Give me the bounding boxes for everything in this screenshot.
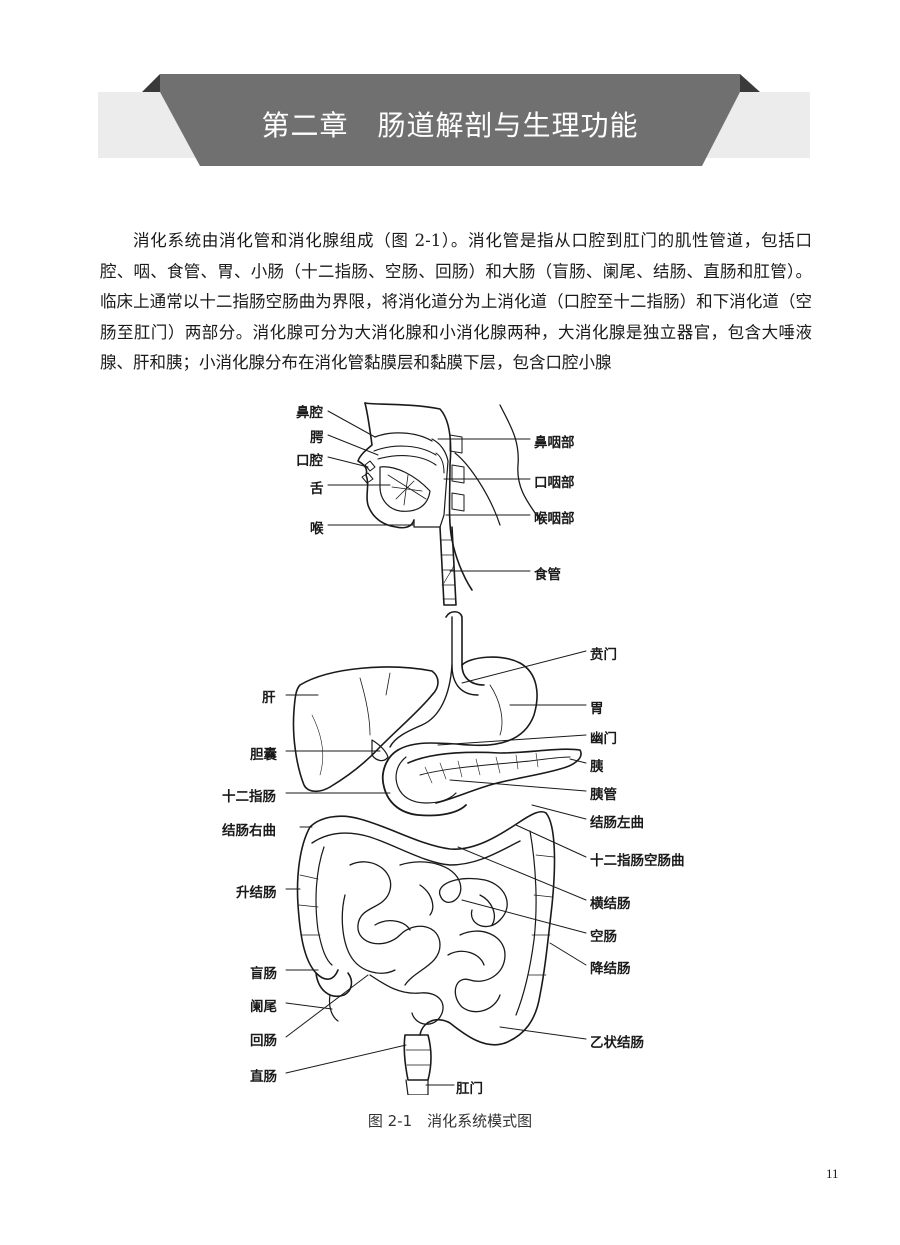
label-ileum: 回肠 (250, 1033, 277, 1049)
ascending-colon-shape (296, 826, 339, 980)
small-intestine-loops (341, 861, 508, 1025)
anus-shape (405, 1079, 429, 1096)
label-rectum: 直肠 (250, 1069, 277, 1085)
label-duodenum: 十二指肠 (222, 789, 276, 805)
digestive-system-illustration (285, 402, 587, 1096)
label-gallbladder: 胆囊 (250, 747, 277, 763)
label-left-colic-flexure: 结肠左曲 (590, 815, 644, 831)
label-pancreas: 胰 (590, 759, 604, 775)
leader-lines (285, 410, 587, 1086)
label-esophagus: 食管 (534, 567, 561, 583)
sigmoid-colon-shape (419, 1019, 506, 1046)
chapter-title: 第二章 肠道解剖与生理功能 (261, 109, 639, 142)
label-appendix: 阑尾 (250, 999, 277, 1015)
stomach-shape (397, 656, 538, 751)
cecum-shape (315, 972, 353, 997)
label-stomach: 胃 (590, 701, 604, 717)
body-paragraph: 消化系统由消化管和消化腺组成（图 2-1）。消化管是指从口腔到肛门的肌性管道，包… (100, 231, 812, 372)
label-pancreatic-duct: 胰管 (590, 787, 617, 803)
label-oral-cavity: 口腔 (296, 453, 323, 469)
rectum-shape (403, 1034, 432, 1081)
label-nasopharynx: 鼻咽部 (534, 435, 575, 451)
label-tongue: 舌 (310, 481, 324, 497)
figure-caption: 图 2-1 消化系统模式图 (367, 1112, 533, 1130)
label-nasal-cavity: 鼻腔 (296, 405, 323, 421)
banner-ribbon (160, 74, 740, 166)
esophagus-tube (439, 526, 485, 696)
label-cardia: 贲门 (590, 647, 617, 663)
label-ascending-colon: 升结肠 (236, 885, 277, 901)
banner-right-fold (740, 74, 760, 92)
label-pylorus: 幽门 (590, 731, 617, 747)
liver-shape (292, 666, 439, 793)
head-section (357, 402, 541, 591)
appendix-shape (328, 994, 339, 1022)
label-laryngopharynx: 喉咽部 (534, 511, 575, 527)
chapter-banner (142, 74, 760, 166)
label-palate: 腭 (310, 430, 324, 446)
label-descending-colon: 降结肠 (590, 961, 631, 977)
label-oropharynx: 口咽部 (534, 475, 575, 491)
duodenum-shape (381, 749, 467, 817)
transverse-colon-shape (309, 810, 547, 850)
label-duodenojejunal-flexure: 十二指肠空肠曲 (590, 853, 685, 869)
digestive-system-figure: 鼻腔 腭 口腔 舌 喉 肝 胆囊 十二指肠 结肠右曲 升结肠 盲肠 阑尾 回肠 … (200, 395, 700, 1097)
label-right-colic-flexure: 结肠右曲 (222, 823, 276, 839)
pancreas-shape (407, 748, 582, 804)
label-cecum: 盲肠 (250, 966, 277, 982)
descending-colon-shape (504, 812, 556, 1044)
banner-left-fold (142, 74, 160, 92)
label-jejunum: 空肠 (590, 929, 617, 945)
page-number: 11 (826, 1166, 839, 1181)
gallbladder-shape (371, 739, 389, 762)
label-transverse-colon: 横结肠 (590, 896, 631, 912)
label-larynx: 喉 (310, 521, 324, 537)
label-liver: 肝 (262, 690, 276, 706)
label-sigmoid-colon: 乙状结肠 (590, 1035, 644, 1051)
label-anus: 肛门 (456, 1081, 483, 1097)
